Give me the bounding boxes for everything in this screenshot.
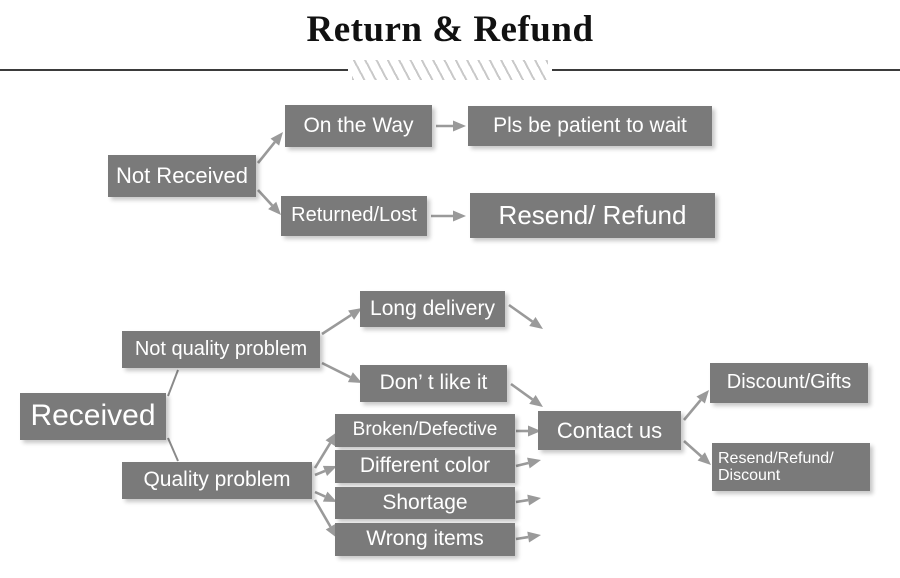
arrow-on-the-way-to-pls-be-patient [436, 120, 466, 132]
arrow-different-color-to-contact-us [515, 457, 541, 469]
node-not-quality: Not quality problem [122, 331, 320, 368]
node-label: On the Way [303, 113, 414, 137]
node-returned-lost: Returned/Lost [281, 196, 427, 236]
arrow-dont-like-it-to-contact-us [510, 382, 543, 407]
node-label: Resend/Refund/ Discount [718, 449, 834, 484]
arrow-quality-to-different-color [314, 465, 337, 477]
arrow-returned-lost-to-resend-refund [431, 210, 466, 222]
node-label: Contact us [556, 417, 663, 443]
connector-received-to-not-quality [167, 369, 179, 397]
node-label: Not quality problem [134, 337, 308, 360]
arrow-wrong-items-to-contact-us [515, 531, 541, 543]
divider-rule-right [552, 69, 900, 71]
node-label: Returned/Lost [291, 204, 417, 227]
node-shortage: Shortage [335, 487, 515, 519]
node-different-color: Different color [335, 450, 515, 483]
node-contact-us: Contact us [538, 411, 681, 450]
node-quality: Quality problem [122, 462, 312, 499]
node-discount-gifts: Discount/Gifts [710, 363, 868, 403]
title-divider [0, 60, 900, 80]
arrow-contact-us-to-resend-refund-discount [683, 440, 711, 465]
arrow-not-quality-to-long-delivery [321, 308, 362, 336]
connector-received-to-quality [167, 437, 179, 462]
node-label: Different color [359, 454, 491, 478]
arrow-shortage-to-contact-us [515, 494, 541, 506]
node-long-delivery: Long delivery [360, 291, 505, 327]
arrow-quality-to-shortage [314, 490, 337, 502]
divider-rule-left [0, 69, 348, 71]
arrow-not-received-to-on-the-way [256, 132, 283, 164]
arrow-quality-to-wrong-items [313, 499, 337, 538]
node-resend-refund: Resend/ Refund [470, 193, 715, 238]
node-not-received: Not Received [108, 155, 256, 197]
diagonal-hatch-divider-icon [352, 60, 548, 80]
page-title: Return & Refund [306, 9, 594, 50]
node-on-the-way: On the Way [285, 105, 432, 147]
node-received: Received [20, 393, 166, 440]
arrow-not-received-to-returned-lost [257, 189, 281, 215]
node-dont-like-it: Don’ t like it [360, 365, 507, 402]
node-wrong-items: Wrong items [335, 523, 515, 556]
node-label: Wrong items [366, 527, 484, 551]
arrow-not-quality-to-dont-like-it [321, 361, 362, 383]
node-label: Shortage [382, 490, 468, 514]
node-label: Discount/Gifts [726, 371, 852, 394]
arrow-long-delivery-to-contact-us [508, 303, 543, 329]
node-label: Pls be patient to wait [493, 113, 687, 137]
node-broken-defective: Broken/Defective [335, 414, 515, 447]
node-pls-be-patient: Pls be patient to wait [468, 106, 712, 146]
node-label: Broken/Defective [352, 419, 498, 441]
node-resend-refund-discount: Resend/Refund/ Discount [712, 443, 870, 491]
node-label: Quality problem [143, 468, 291, 492]
node-label: Not Received [115, 163, 249, 189]
node-label: Resend/ Refund [498, 200, 687, 231]
node-label: Received [30, 399, 156, 433]
arrow-quality-to-broken-defective [313, 432, 337, 469]
arrow-contact-us-to-discount-gifts [683, 390, 709, 421]
node-label: Long delivery [370, 296, 495, 320]
node-label: Don’ t like it [379, 371, 488, 395]
